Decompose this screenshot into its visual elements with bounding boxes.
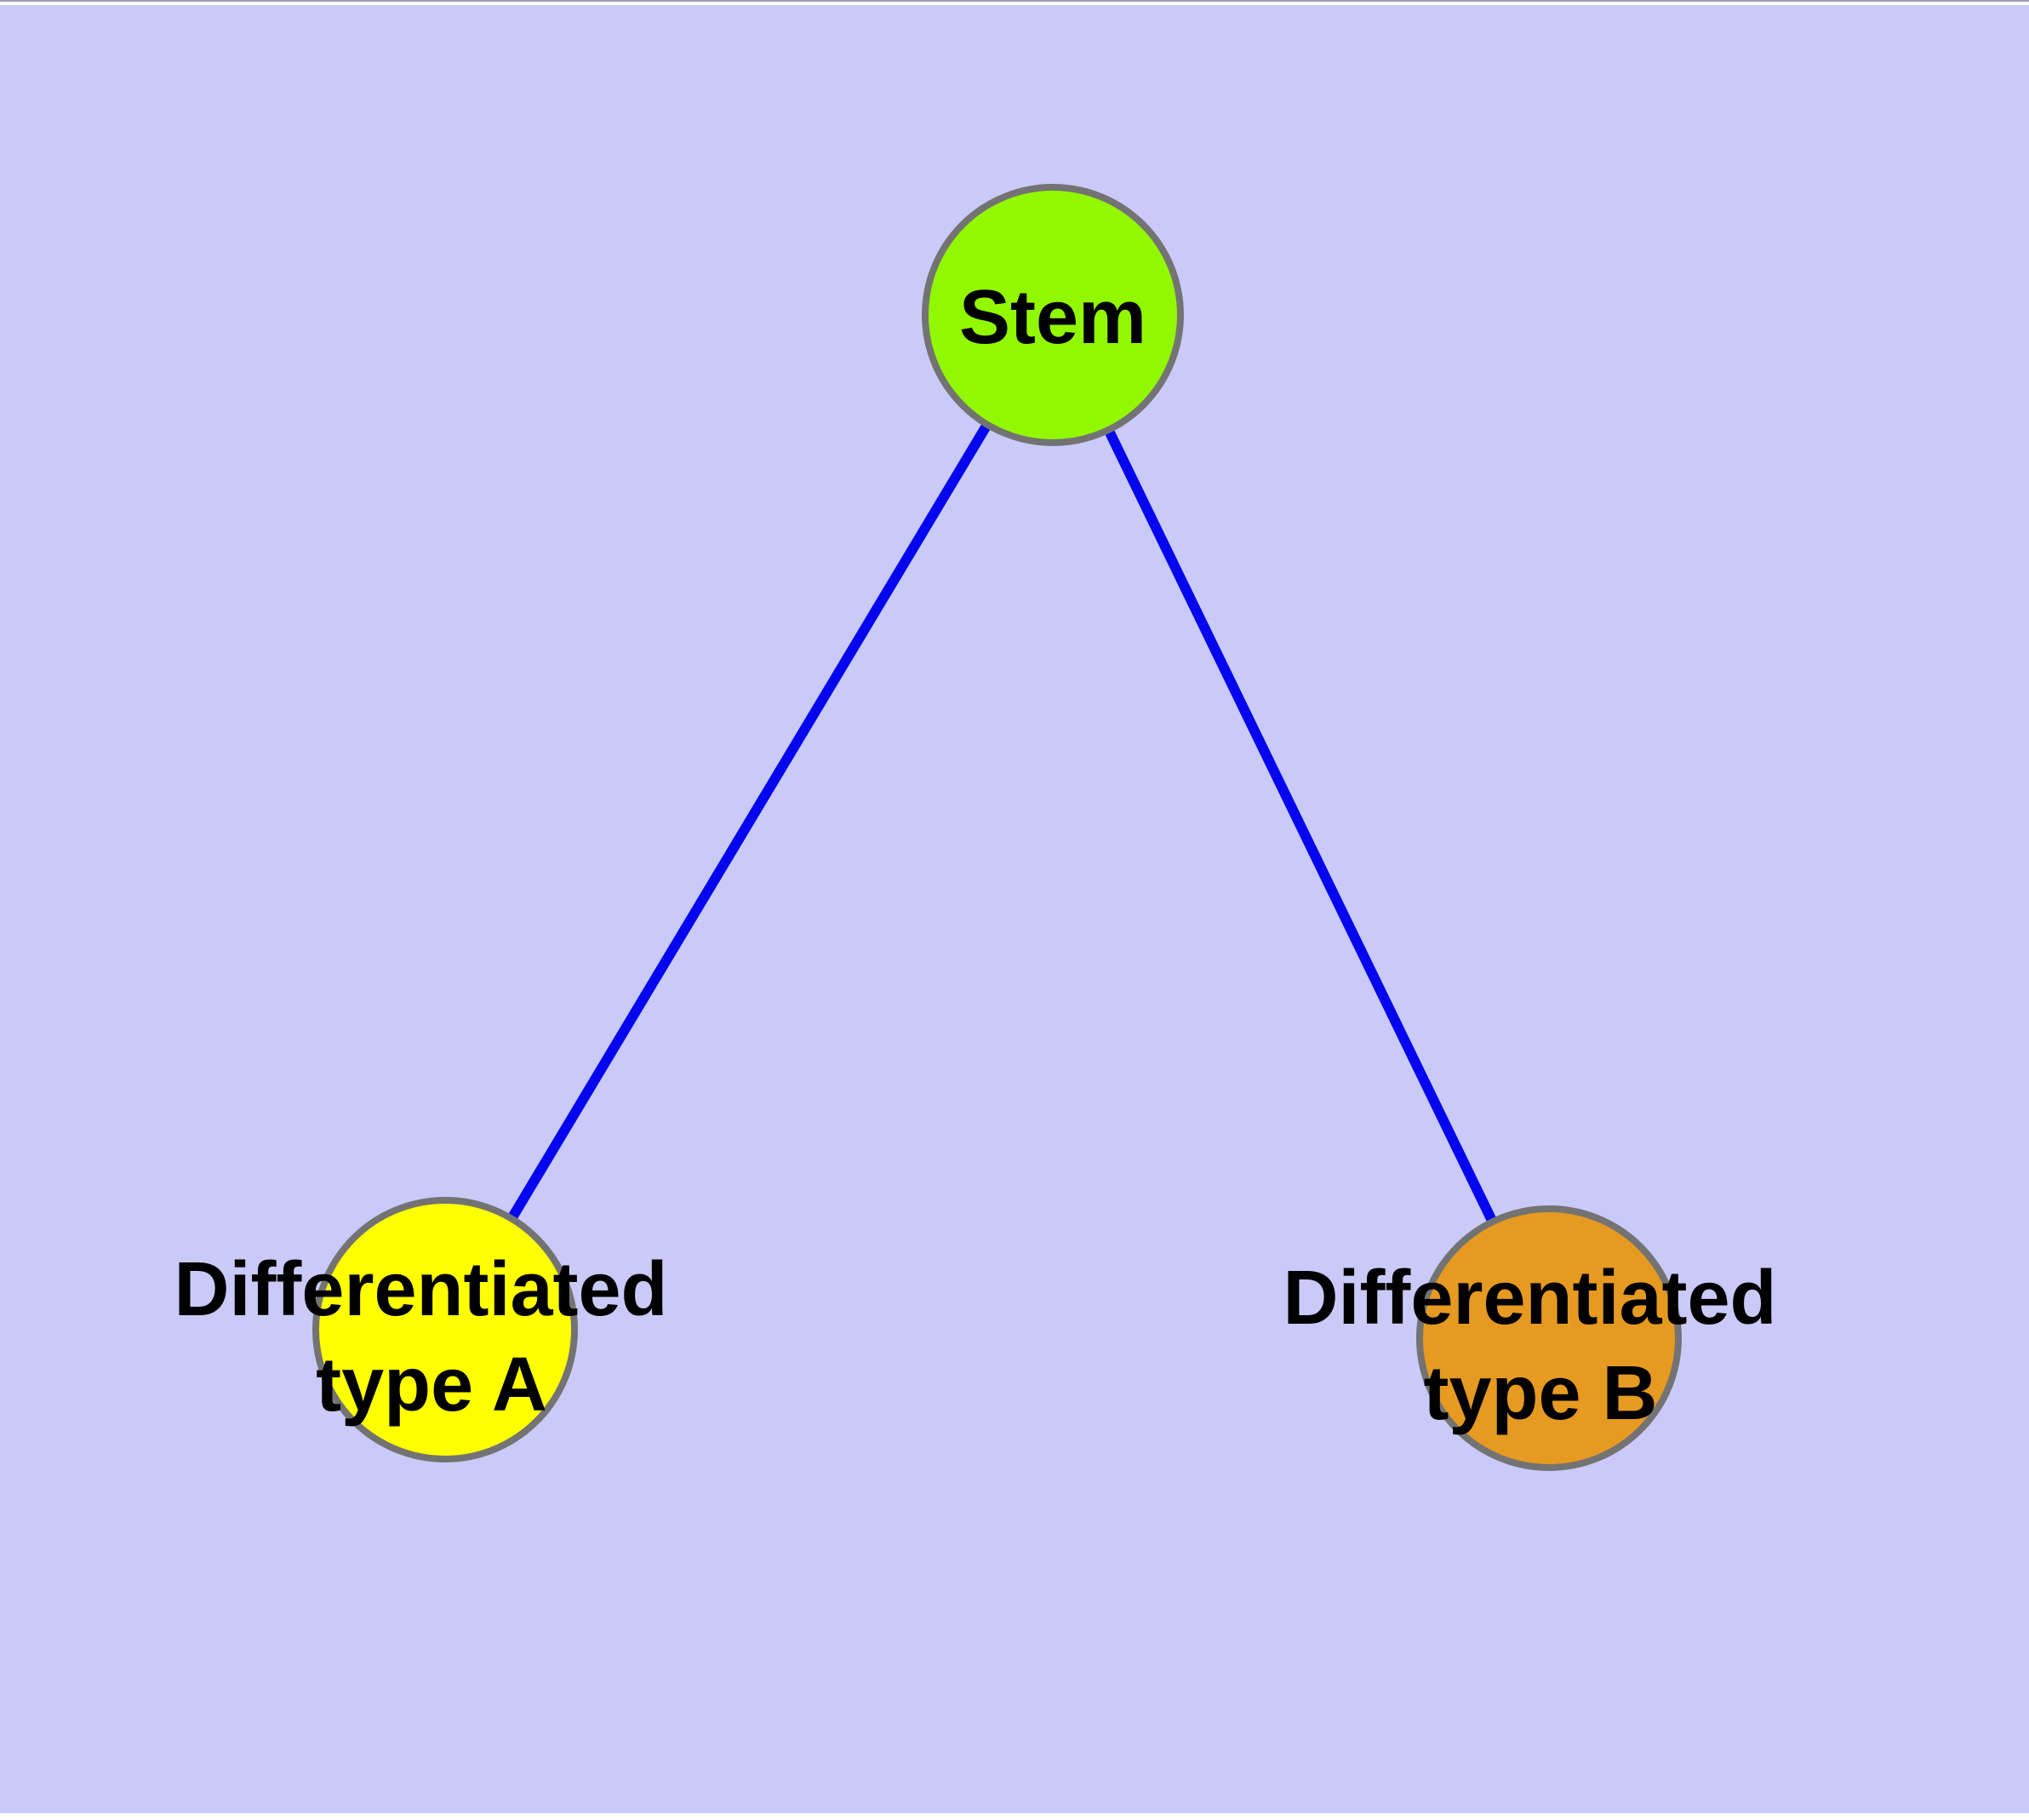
node-stem[interactable]: Stem — [922, 184, 1184, 446]
type-a-label-line1: Differentiated — [174, 1247, 667, 1332]
type-a-node-circle[interactable] — [312, 1197, 578, 1462]
top-rule — [0, 0, 2029, 2]
node-differentiated-type-b[interactable]: Differentiated type B — [1283, 1205, 1798, 1471]
type-b-label-line2: type B — [1423, 1351, 1657, 1436]
node-differentiated-type-a[interactable]: Differentiated type A — [174, 1197, 689, 1462]
edge-stem-to-type-b — [1048, 312, 1554, 1341]
type-b-node-circle[interactable] — [1416, 1205, 1682, 1471]
edge-stem-to-type-a — [440, 312, 1058, 1333]
stem-node-label: Stem — [959, 275, 1146, 360]
type-a-node-label: Differentiated type A — [174, 1247, 689, 1428]
edges — [440, 312, 1554, 1341]
type-b-node-label: Differentiated type B — [1283, 1256, 1798, 1436]
stem-node-circle[interactable] — [922, 184, 1184, 446]
type-a-label-line2: type A — [316, 1342, 547, 1428]
type-b-label-line1: Differentiated — [1283, 1256, 1776, 1341]
